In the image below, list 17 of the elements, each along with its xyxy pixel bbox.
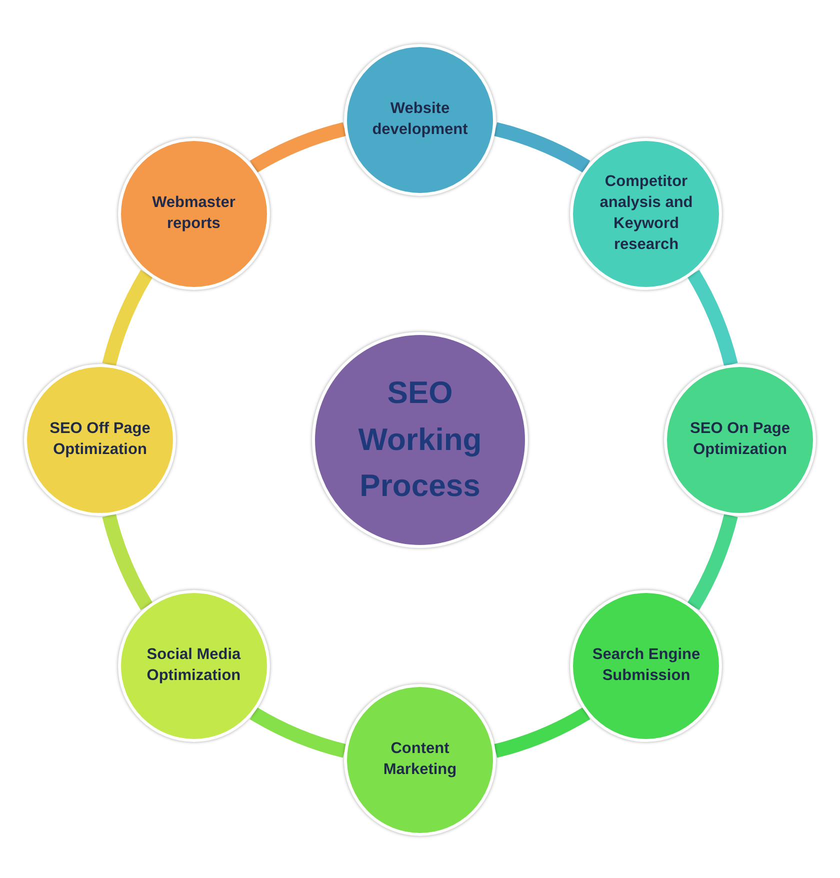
node-label: Competitor analysis and Keyword research bbox=[598, 172, 694, 255]
ring-connector bbox=[250, 122, 346, 173]
node-label: SEO Working Process bbox=[357, 374, 483, 506]
node-label: Webmaster reports bbox=[151, 192, 236, 234]
ring-connector bbox=[102, 270, 153, 366]
ring-connector bbox=[494, 707, 590, 758]
node-label: Website development bbox=[371, 99, 469, 140]
ring-connector bbox=[102, 514, 153, 610]
node-label: Social Media Optimization bbox=[146, 645, 242, 686]
ring-connector bbox=[494, 122, 590, 173]
node-label: SEO On Page Optimization bbox=[689, 419, 791, 460]
ring-connector bbox=[687, 514, 738, 610]
node-label: Search Engine Submission bbox=[591, 645, 702, 686]
node-label: Content Marketing bbox=[382, 739, 458, 780]
ring-connector bbox=[250, 707, 346, 758]
ring-connector bbox=[687, 270, 738, 366]
node-label: SEO Off Page Optimization bbox=[48, 419, 152, 460]
